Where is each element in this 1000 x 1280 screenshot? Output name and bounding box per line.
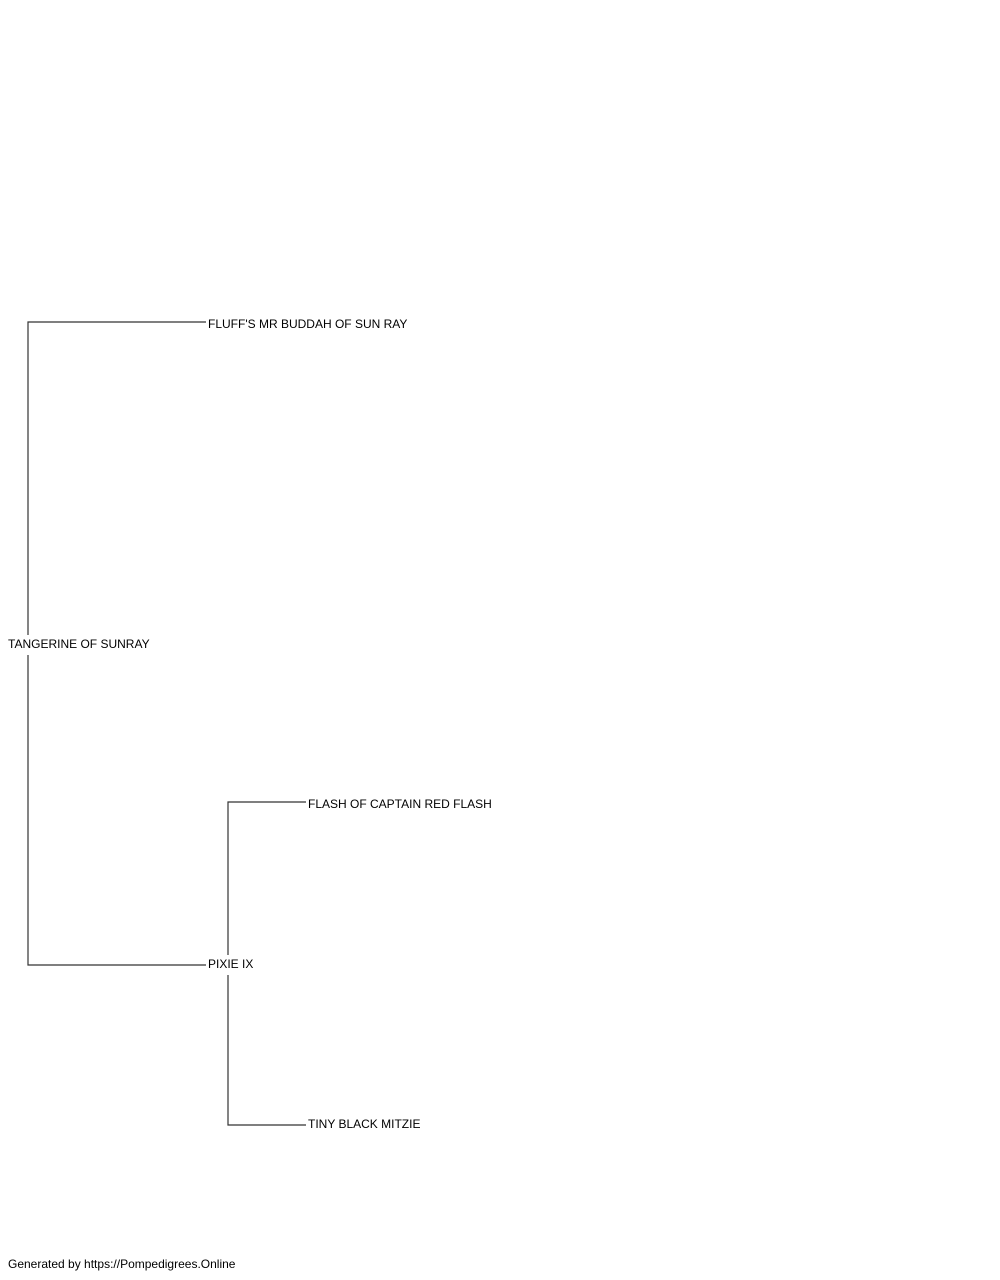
dam-dam-name: TINY BLACK MITZIE (308, 1117, 423, 1131)
connector-dam-to-damdam (227, 975, 306, 1126)
dam-name: PIXIE IX (208, 957, 256, 971)
dam-sire-name: FLASH OF CAPTAIN RED FLASH (308, 797, 494, 811)
subject-name: TANGERINE OF SUNRAY (8, 637, 152, 651)
connector-root-to-dam (27, 655, 206, 966)
sire-name: FLUFF'S MR BUDDAH OF SUN RAY (208, 317, 410, 331)
generated-by-footer: Generated by https://Pompedigrees.Online (8, 1257, 236, 1271)
connector-dam-to-damsire (227, 801, 306, 955)
connector-root-to-sire (27, 321, 206, 635)
